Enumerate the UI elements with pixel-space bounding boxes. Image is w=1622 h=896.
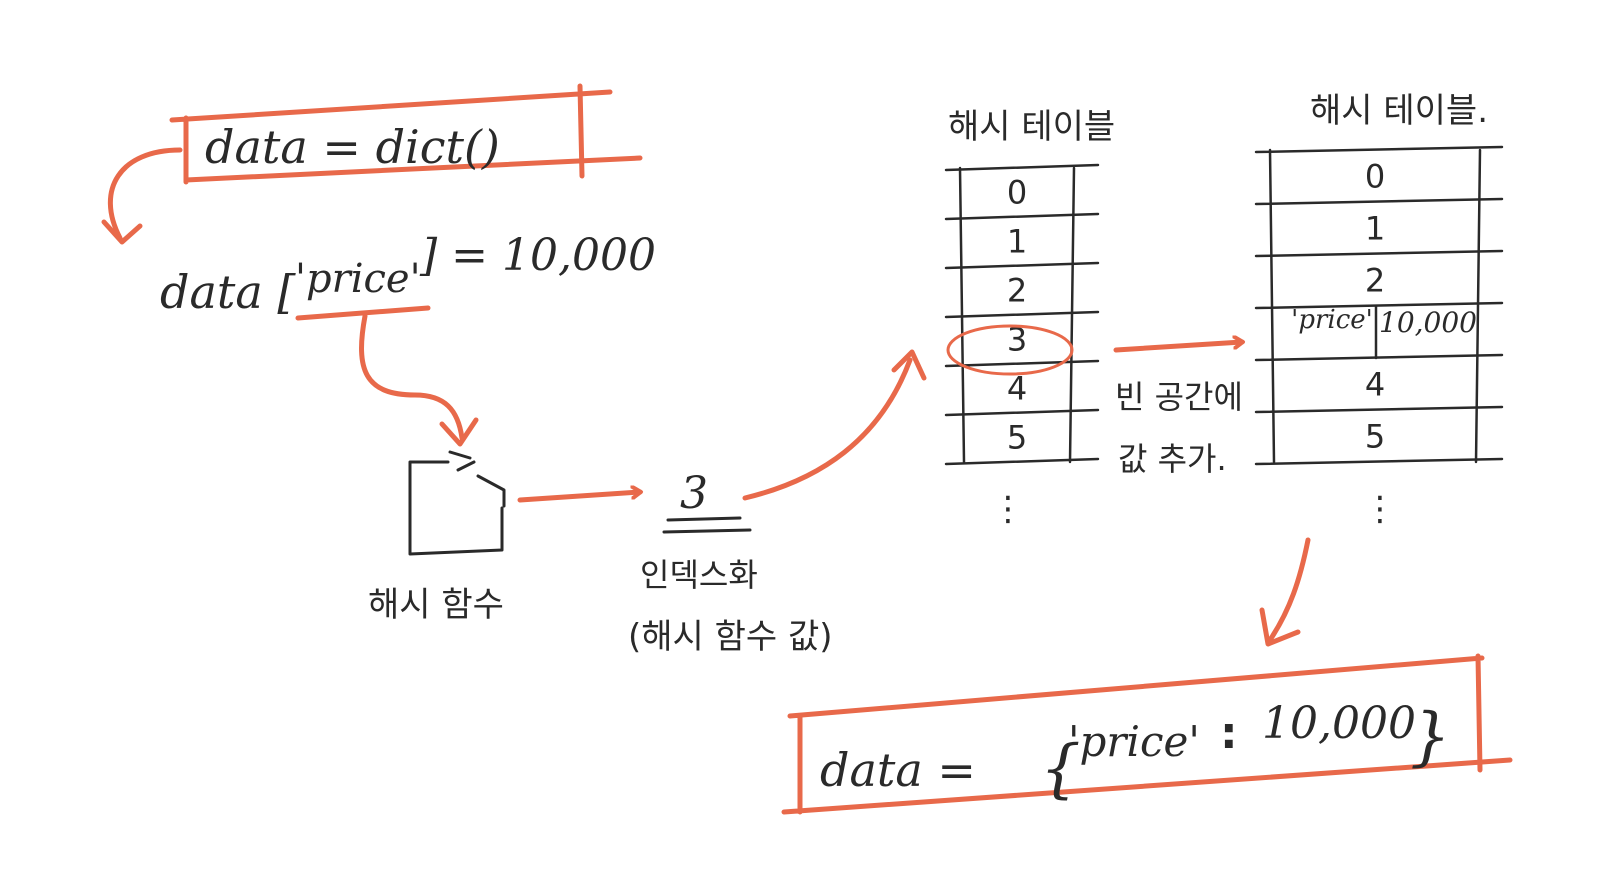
hash-table-left-row-2-label: 2 xyxy=(1007,271,1027,309)
hash-table-left-row-1-label: 1 xyxy=(1007,222,1027,260)
arrow-dict-to-assign-head xyxy=(101,219,143,245)
index-label: 인덱스화 xyxy=(640,556,758,594)
hash-table-left-border-left xyxy=(958,166,966,464)
arrow-index-to-table-head xyxy=(891,349,927,381)
hash-table-right-row-4-label: 4 xyxy=(1365,365,1385,403)
hash-table-left-row-line xyxy=(944,310,1100,319)
arrow-table-to-table xyxy=(1113,342,1242,353)
hash-table-left-grid: 0 1 2 3 4 5 xyxy=(944,163,1100,466)
create-dict-code: data = dict() xyxy=(205,120,500,174)
result-brace-close: } xyxy=(1410,700,1451,774)
hash-table-right-filled-value: 10,000 xyxy=(1379,306,1477,339)
hash-table-right-row-line xyxy=(1254,457,1504,466)
insert-note-line1: 빈 공간에 xyxy=(1115,378,1243,416)
hash-table-left: 해시 테이블 0 1 2 3 4 5 ⋮ xyxy=(944,107,1115,529)
create-dict-box: data = dict() xyxy=(169,83,643,185)
create-dict-box-outline xyxy=(169,83,643,185)
arrow-key-to-hash xyxy=(359,313,465,441)
hash-table-right-row-0-label: 0 xyxy=(1365,157,1385,195)
index-value: 3 xyxy=(680,468,708,519)
insert-note-line2: 값 추가. xyxy=(1118,440,1227,478)
hash-table-left-row-line xyxy=(944,359,1100,368)
hash-table-right-row-line xyxy=(1254,405,1504,414)
hash-function-spark xyxy=(448,450,476,472)
arrow-index-to-table xyxy=(742,357,913,501)
assignment-statement: data [ 'price' ] = 10,000 xyxy=(160,230,656,319)
result-colon: : xyxy=(1220,708,1238,759)
hash-table-left-row-line xyxy=(944,457,1100,466)
hash-table-right-row-2-label: 2 xyxy=(1365,261,1385,299)
hash-table-right-ellipsis: ⋮ xyxy=(1363,489,1397,529)
hash-table-left-row-3-label: 3 xyxy=(1007,320,1027,358)
hash-table-right-row-line xyxy=(1254,249,1504,258)
arrow-table-to-result xyxy=(1267,537,1311,643)
hash-table-right-title: 해시 테이블. xyxy=(1310,91,1488,131)
assign-suffix: ] = 10,000 xyxy=(419,230,656,281)
assign-prefix: data [ xyxy=(160,265,296,319)
key-underline xyxy=(295,305,431,321)
hash-table-left-row-5-label: 5 xyxy=(1007,418,1027,456)
hash-table-right-border-left xyxy=(1268,148,1276,464)
hash-table-left-row-line xyxy=(944,212,1100,221)
result-value: 10,000 xyxy=(1262,698,1416,749)
hash-table-right-row-line xyxy=(1254,197,1504,206)
result-dict-box: data = { 'price' : 10,000 } xyxy=(781,653,1513,815)
hash-table-left-row-line xyxy=(944,408,1100,417)
hash-table-left-row-line xyxy=(944,163,1100,172)
hash-function-box: 해시 함수 xyxy=(368,450,506,625)
insert-note: 빈 공간에 값 추가. xyxy=(1115,378,1243,478)
hash-table-left-row-0-label: 0 xyxy=(1007,173,1027,211)
result-key: 'price' xyxy=(1068,717,1200,766)
index-value-group: 3 인덱스화 (해시 함수 값) xyxy=(628,468,833,657)
result-brace-open: { xyxy=(1040,732,1081,806)
hash-table-left-title: 해시 테이블 xyxy=(948,107,1115,147)
hash-table-right: 해시 테이블. 0 1 2 4 5 'price' 10,000 ⋮ xyxy=(1254,91,1504,529)
hash-table-right-row-1-label: 1 xyxy=(1365,209,1385,247)
index-sublabel: (해시 함수 값) xyxy=(628,617,833,657)
hash-table-right-row-5-label: 5 xyxy=(1365,417,1385,455)
arrow-key-to-hash-head xyxy=(439,417,479,447)
hash-table-right-row-line xyxy=(1254,145,1504,154)
hash-table-right-row-line xyxy=(1254,301,1504,310)
hash-table-left-ellipsis: ⋮ xyxy=(991,489,1025,529)
assign-key: 'price' xyxy=(295,256,421,302)
hash-table-right-row-line xyxy=(1254,353,1504,362)
hash-table-left-row-line xyxy=(944,261,1100,270)
hash-function-shape xyxy=(408,460,506,556)
result-prefix: data = xyxy=(820,743,976,797)
hash-table-left-row-4-label: 4 xyxy=(1007,369,1027,407)
arrow-hash-to-index xyxy=(517,492,640,503)
hash-table-left-row-3-highlight xyxy=(946,324,1074,376)
hash-table-left-border-right xyxy=(1068,166,1076,464)
result-dict-box-outline xyxy=(781,653,1513,815)
hash-table-right-filled-key: 'price' xyxy=(1291,305,1373,335)
hash-function-label: 해시 함수 xyxy=(368,585,504,625)
hash-table-right-border-right xyxy=(1474,148,1482,464)
index-underline xyxy=(662,516,752,534)
arrow-dict-to-assign xyxy=(107,147,183,241)
hash-table-right-grid: 0 1 2 4 5 xyxy=(1254,145,1504,466)
arrow-table-to-result-head xyxy=(1259,607,1301,647)
